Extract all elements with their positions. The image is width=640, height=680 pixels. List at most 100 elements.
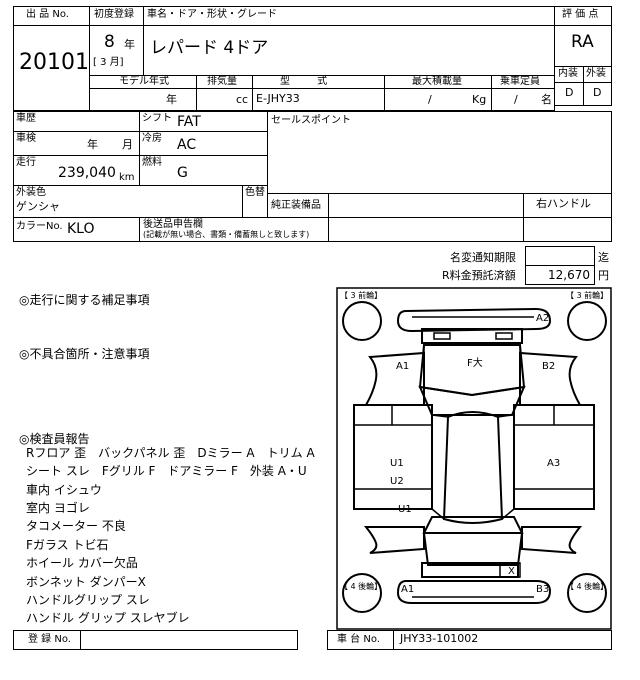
rating-value: RA [571, 32, 594, 52]
exterior-grade: D [593, 86, 602, 99]
capacity-unit: 名 [541, 93, 552, 106]
rear-panel [421, 562, 519, 578]
rear-right-wheel [567, 573, 607, 613]
corner-label-top-left: 【 3 前輪】 [340, 291, 383, 300]
front-bumper [396, 307, 552, 333]
report-line: シート スレ Fグリル F ドアミラー F 外装 A・U [26, 464, 307, 478]
mark-b3: B3 [536, 584, 550, 595]
name-change-unit: 迄 [598, 251, 609, 264]
ac-label: 冷房 [142, 133, 162, 144]
aftermarket-label: 後送品申告欄 [143, 219, 203, 230]
rear-left-fender [363, 526, 425, 554]
steering-value: 右ハンドル [536, 197, 591, 210]
first-reg-label: 初度登録 [94, 9, 134, 20]
max-load-value: / [428, 93, 432, 106]
report-line: Rフロア 歪 バックパネル 歪 Dミラー A トリム A [26, 446, 315, 460]
name-change-box [525, 246, 595, 266]
first-reg-year-unit: 年 [124, 38, 135, 51]
sales-point-label: セールスポイント [271, 115, 351, 126]
first-reg-month: [ 3 月] [93, 57, 124, 68]
rear-right-fender [521, 526, 583, 554]
mark-x: X [508, 566, 515, 577]
mark-a1-rear: A1 [401, 584, 415, 595]
corner-label-top-right: 【 3 前輪】 [566, 291, 609, 300]
mark-f-large: F大 [467, 358, 483, 369]
capacity-label: 乗車定員 [500, 76, 540, 87]
report-line: 車内 イシュウ [26, 483, 102, 497]
defects-label: ◎不具合箇所・注意事項 [19, 347, 150, 361]
car-diagram [336, 287, 612, 630]
lot-number-label: 出 品 No. [26, 9, 69, 20]
driving-notes-label: ◎走行に関する補足事項 [19, 293, 150, 307]
rear-bumper [396, 580, 552, 604]
interior-grade: D [565, 86, 574, 99]
inspection-year-unit: 年 [87, 138, 98, 151]
model-year-label: モデル年式 [119, 76, 169, 87]
lot-number: 20101 [19, 50, 89, 75]
color-change-label: 色替 [245, 187, 265, 198]
color-no-value: KLO [67, 221, 95, 237]
recycle-box [525, 265, 595, 285]
fuel-label: 燃料 [142, 157, 162, 168]
color-label: 外装色 [16, 187, 46, 198]
report-line: ボンネット ダンパーX [26, 575, 146, 589]
left-side-panel [353, 404, 433, 510]
max-load-label: 最大積載量 [412, 76, 462, 87]
mark-a2: A2 [536, 313, 550, 324]
color-no-label: カラーNo. [16, 221, 63, 232]
mileage-value: 239,040 [58, 165, 116, 181]
corner-label-bottom-left: 【 4 後輪】 [340, 582, 383, 591]
spec-row [89, 75, 555, 111]
ac-value: AC [177, 137, 197, 153]
hood [418, 344, 526, 397]
model-year-unit: 年 [166, 93, 177, 106]
mark-b2: B2 [542, 361, 556, 372]
displacement-label: 排気量 [207, 76, 237, 87]
capacity-value: / [514, 93, 518, 106]
rear-window [422, 516, 524, 534]
mileage-label: 走行 [16, 157, 36, 168]
rear-x-mark-box [499, 562, 521, 578]
mark-a3: A3 [547, 458, 561, 469]
aftermarket-note: (記載が無い場合、書類・備蓄無しと致します) [143, 230, 310, 239]
interior-grade-label: 内装 [558, 68, 578, 79]
registration-row [13, 630, 298, 650]
exterior-grade-label: 外装 [586, 68, 606, 79]
name-change-label: 名変通知期限 [450, 251, 516, 264]
shift-value: FAT [177, 114, 201, 130]
max-load-unit: Kg [472, 93, 487, 106]
type-label: 型 式 [280, 76, 340, 87]
registration-label: 登 録 No. [28, 634, 71, 645]
first-reg-year: 8 [104, 32, 115, 52]
recycle-unit: 円 [598, 269, 609, 282]
type-value: E-JHY33 [256, 92, 300, 105]
mark-u1-left: U1 [390, 458, 404, 469]
windshield [418, 385, 526, 416]
report-line: Fガラス トビ石 [26, 538, 109, 552]
roof [442, 411, 504, 524]
chassis-row [327, 630, 612, 650]
report-line: ハンドル グリップ スレヤブレ [26, 611, 190, 625]
report-line: ハンドルグリップ スレ [26, 593, 150, 607]
trunk [422, 532, 524, 566]
equipment-label: 純正装備品 [271, 200, 321, 211]
front-left-wheel [342, 301, 382, 341]
inspector-report-label: ◎検査員報告 [19, 432, 90, 446]
car-name-label: 車名・ドア・形状・グレード [147, 9, 277, 20]
mark-a1-front: A1 [396, 361, 410, 372]
diagram-frame [336, 287, 612, 630]
report-line: タコメーター 不良 [26, 519, 126, 533]
front-grille [421, 328, 523, 344]
history-label: 車歴 [16, 113, 36, 124]
report-line: ホイール カバー欠品 [26, 556, 138, 570]
car-name: レパード 4ドア [150, 38, 269, 58]
color-no-row [13, 217, 612, 242]
recycle-label: R料金預託済額 [442, 269, 516, 282]
inspection-month-unit: 月 [122, 138, 133, 151]
recycle-value: 12,670 [548, 268, 590, 282]
corner-label-bottom-right: 【 4 後輪】 [566, 582, 609, 591]
rating-label: 評 価 点 [562, 9, 599, 20]
displacement-unit: cc [236, 93, 249, 106]
chassis-label: 車 台 No. [337, 634, 380, 645]
fuel-value: G [177, 165, 188, 181]
